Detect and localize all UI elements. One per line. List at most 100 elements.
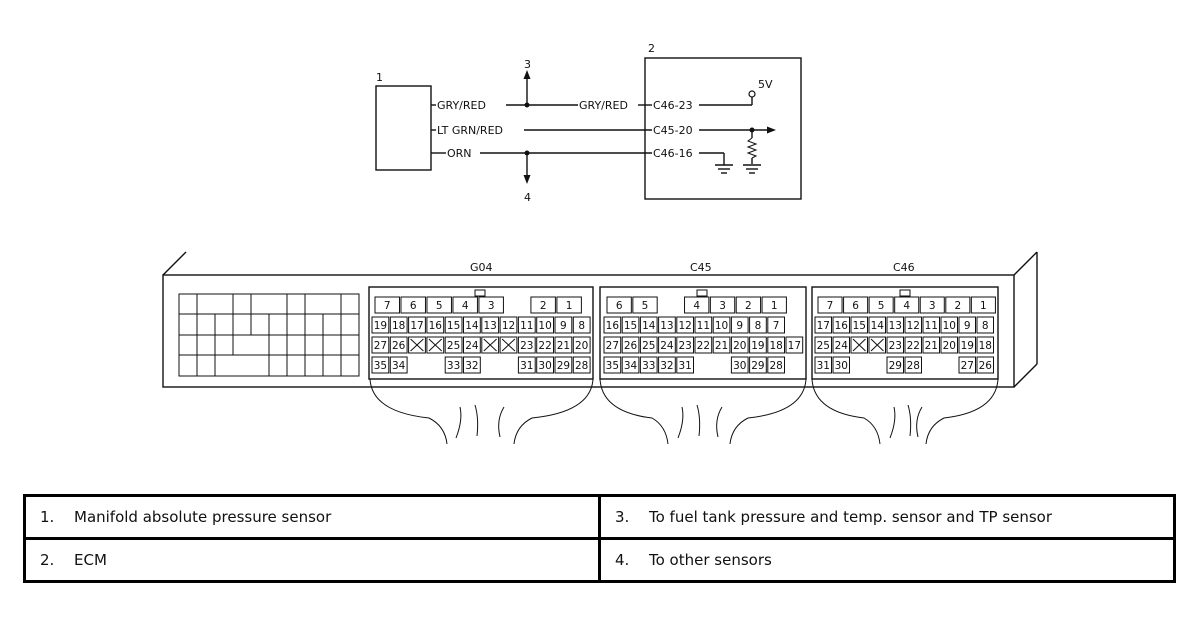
pin-number: 2 bbox=[540, 300, 547, 312]
pin-number: 9 bbox=[560, 320, 567, 332]
pin-number: 3 bbox=[488, 300, 495, 312]
pin-number: 33 bbox=[642, 360, 655, 372]
blank-pin-icon bbox=[410, 338, 424, 352]
blank-pin-icon bbox=[870, 338, 884, 352]
pin-number: 7 bbox=[827, 300, 834, 312]
pin-cavity bbox=[945, 296, 971, 314]
arrow-up-icon bbox=[523, 70, 531, 79]
pin-number: 21 bbox=[557, 340, 570, 352]
ground-icon bbox=[743, 164, 761, 174]
legend-text: ECM bbox=[74, 551, 107, 569]
pin-number: 28 bbox=[575, 360, 588, 372]
blank-pin-icon bbox=[428, 338, 443, 352]
pin-cavity bbox=[517, 336, 536, 354]
pin-cavity bbox=[940, 336, 958, 354]
pin-cavity bbox=[632, 296, 658, 314]
pin-number: 14 bbox=[871, 320, 885, 332]
pin-number: 14 bbox=[465, 320, 479, 332]
pin-number: 4 bbox=[693, 300, 700, 312]
pin-number: 10 bbox=[715, 320, 728, 332]
pin-cavity bbox=[658, 316, 676, 334]
pin-cavity bbox=[958, 316, 976, 334]
callout-3: 3 bbox=[524, 58, 531, 71]
resistor-icon bbox=[746, 137, 758, 159]
pin-number: 31 bbox=[678, 360, 691, 372]
pin-number: 15 bbox=[624, 320, 637, 332]
pin-number: 20 bbox=[943, 340, 956, 352]
connector-name-c46: C46 bbox=[893, 261, 915, 274]
pin-number: 16 bbox=[429, 320, 443, 332]
pin-cavity bbox=[606, 296, 632, 314]
pin-cavity bbox=[712, 316, 731, 334]
pin-number: 7 bbox=[773, 320, 780, 332]
housing-edge-left bbox=[162, 251, 187, 276]
legend-item-3: 3. To fuel tank pressure and temp. sensor… bbox=[598, 494, 1176, 540]
pin-number: 19 bbox=[374, 320, 387, 332]
pin-number: 32 bbox=[660, 360, 673, 372]
pin-number: 19 bbox=[751, 340, 764, 352]
blank-pin-icon bbox=[483, 338, 497, 352]
pin-cavity bbox=[463, 316, 481, 334]
pin-cavity bbox=[478, 296, 504, 314]
legend-item-4: 4.To other sensors bbox=[598, 537, 1176, 583]
pin-number: 29 bbox=[751, 360, 764, 372]
pin-number: 30 bbox=[538, 360, 551, 372]
pin-cavity bbox=[639, 316, 658, 334]
ground-icon bbox=[715, 164, 733, 174]
pin-cavity bbox=[554, 316, 573, 334]
pin-cavity bbox=[904, 356, 922, 374]
pin-cavity bbox=[730, 316, 749, 334]
connector-frame-c46 bbox=[811, 286, 999, 380]
legend-number: 3. bbox=[615, 508, 630, 526]
pin-number: 21 bbox=[925, 340, 938, 352]
pin-cavity bbox=[371, 356, 390, 374]
callout-1: 1 bbox=[376, 71, 383, 84]
pin-number: 31 bbox=[817, 360, 830, 372]
legend-number: 2. bbox=[40, 551, 55, 569]
pin-number: 24 bbox=[835, 340, 849, 352]
pin-cavity bbox=[426, 296, 452, 314]
lock-tab-icon bbox=[474, 289, 486, 297]
map-sensor-box bbox=[375, 85, 432, 171]
pin-number: 13 bbox=[484, 320, 497, 332]
pin-cavity bbox=[976, 336, 994, 354]
pin-number: 15 bbox=[447, 320, 460, 332]
pin-cavity bbox=[517, 356, 536, 374]
pin-number: 3 bbox=[929, 300, 936, 312]
pin-cavity bbox=[389, 356, 408, 374]
pin-cavity bbox=[886, 316, 904, 334]
pin-number: 3 bbox=[719, 300, 726, 312]
pin-cavity bbox=[389, 336, 408, 354]
pin-number: 15 bbox=[853, 320, 866, 332]
pin-cavity bbox=[481, 316, 500, 334]
wire-label-orn: ORN bbox=[447, 147, 472, 160]
pin-cavity bbox=[572, 356, 591, 374]
voltage-label: 5V bbox=[758, 78, 773, 91]
pin-cavity bbox=[922, 336, 940, 354]
pin-number: 23 bbox=[889, 340, 902, 352]
wire-label-gry-red-left: GRY/RED bbox=[437, 99, 486, 112]
pin-number: 19 bbox=[961, 340, 974, 352]
pin-number: 27 bbox=[374, 340, 387, 352]
pin-cavity bbox=[389, 316, 408, 334]
pin-cavity bbox=[658, 336, 676, 354]
pin-number: 34 bbox=[392, 360, 406, 372]
pin-number: 20 bbox=[733, 340, 746, 352]
pin-number: 1 bbox=[980, 300, 987, 312]
pin-cavity bbox=[767, 316, 785, 334]
pin-cavity bbox=[894, 296, 920, 314]
pin-number: 8 bbox=[578, 320, 585, 332]
pin-cavity bbox=[749, 316, 767, 334]
lock-tab-icon bbox=[696, 289, 708, 297]
pin-number: 1 bbox=[566, 300, 573, 312]
pin-number: 11 bbox=[697, 320, 710, 332]
pin-number: 26 bbox=[624, 340, 638, 352]
pin-cavity bbox=[556, 296, 582, 314]
pin-number: 23 bbox=[520, 340, 533, 352]
legend-text: To fuel tank pressure and temp. sensor a… bbox=[649, 508, 1053, 526]
arrow-right-icon bbox=[767, 126, 776, 134]
ecm-housing bbox=[162, 274, 1015, 388]
pin-number: 28 bbox=[769, 360, 782, 372]
pin-cavity bbox=[639, 336, 658, 354]
pin-cavity bbox=[976, 316, 994, 334]
